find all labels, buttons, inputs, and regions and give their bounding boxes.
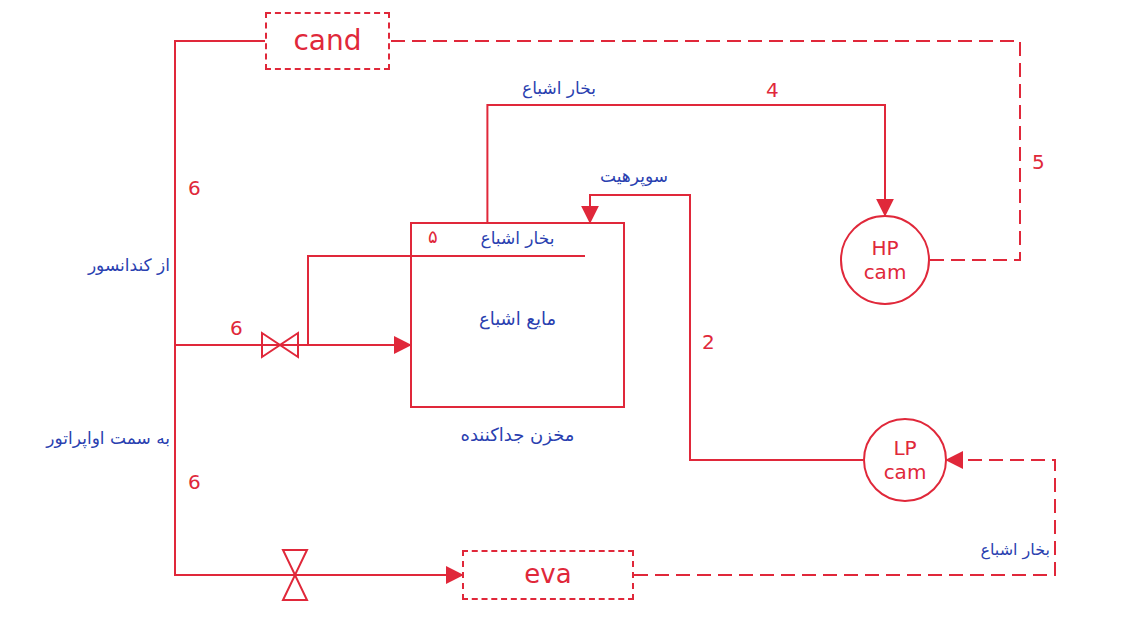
flow-label: به سمت اواپراتور: [10, 428, 172, 448]
node-label: cand: [293, 24, 361, 58]
pipe-connector: [487, 105, 885, 222]
compressor-circle: HP cam: [840, 215, 930, 305]
flow-label: بخار اشباع: [520, 78, 598, 98]
flow-label: بخار اشباع: [960, 540, 1052, 559]
flow-label: از کندانسور: [10, 255, 172, 275]
callout-number: 6: [228, 316, 245, 340]
pipe-connector: [175, 41, 410, 345]
circle-shape: [841, 216, 929, 304]
node-label: بخار اشباع: [481, 228, 555, 248]
condenser-box: cand: [265, 12, 390, 70]
callout-number: 6: [186, 176, 203, 200]
pipe-connector: [390, 41, 1020, 260]
node-label: مایع اشباع: [479, 308, 556, 330]
node-label: HP cam: [864, 236, 907, 284]
callout-number: 2: [700, 330, 717, 354]
node-label: LP cam: [884, 436, 927, 484]
compressor-circle: LP cam: [863, 418, 947, 502]
evaporator-box: eva: [462, 550, 634, 600]
callout-number: ۵: [426, 226, 440, 248]
callout-number: 4: [764, 78, 781, 102]
tank-heading: مخزن جداکننده: [460, 424, 574, 446]
pipe-connector: [590, 195, 863, 460]
bypass-wire: [308, 256, 585, 345]
flash-tank-box: بخار اشباعمایع اشباعمخزن جداکننده: [410, 222, 625, 408]
circle-shape: [864, 419, 946, 501]
pipe-connector: [175, 41, 462, 575]
node-label: eva: [524, 559, 571, 590]
pipe-connector: [634, 460, 1055, 575]
callout-number: 6: [186, 470, 203, 494]
callout-number: 5: [1030, 150, 1047, 174]
flow-label: سوپرهیت: [598, 166, 670, 186]
